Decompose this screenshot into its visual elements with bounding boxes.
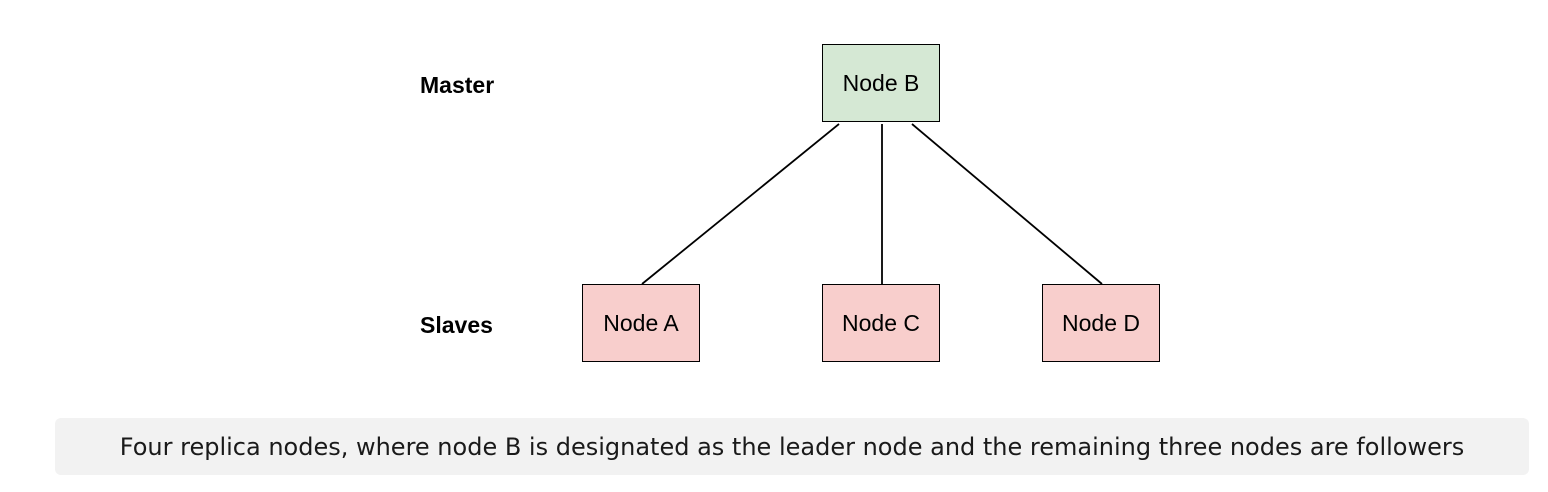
- replication-diagram: Master Slaves Node B Node A Node C Node …: [420, 44, 1160, 362]
- figure-caption: Four replica nodes, where node B is desi…: [55, 418, 1529, 475]
- edge-b-to-a: [641, 123, 840, 285]
- slaves-tier-label: Slaves: [420, 312, 493, 338]
- edge-b-to-d: [911, 123, 1103, 285]
- node-d-follower: Node D: [1042, 284, 1160, 362]
- node-c-follower: Node C: [822, 284, 940, 362]
- connector-lines: [641, 123, 1103, 285]
- master-tier-label: Master: [420, 72, 495, 98]
- node-b-master: Node B: [822, 44, 940, 122]
- node-a-follower: Node A: [582, 284, 700, 362]
